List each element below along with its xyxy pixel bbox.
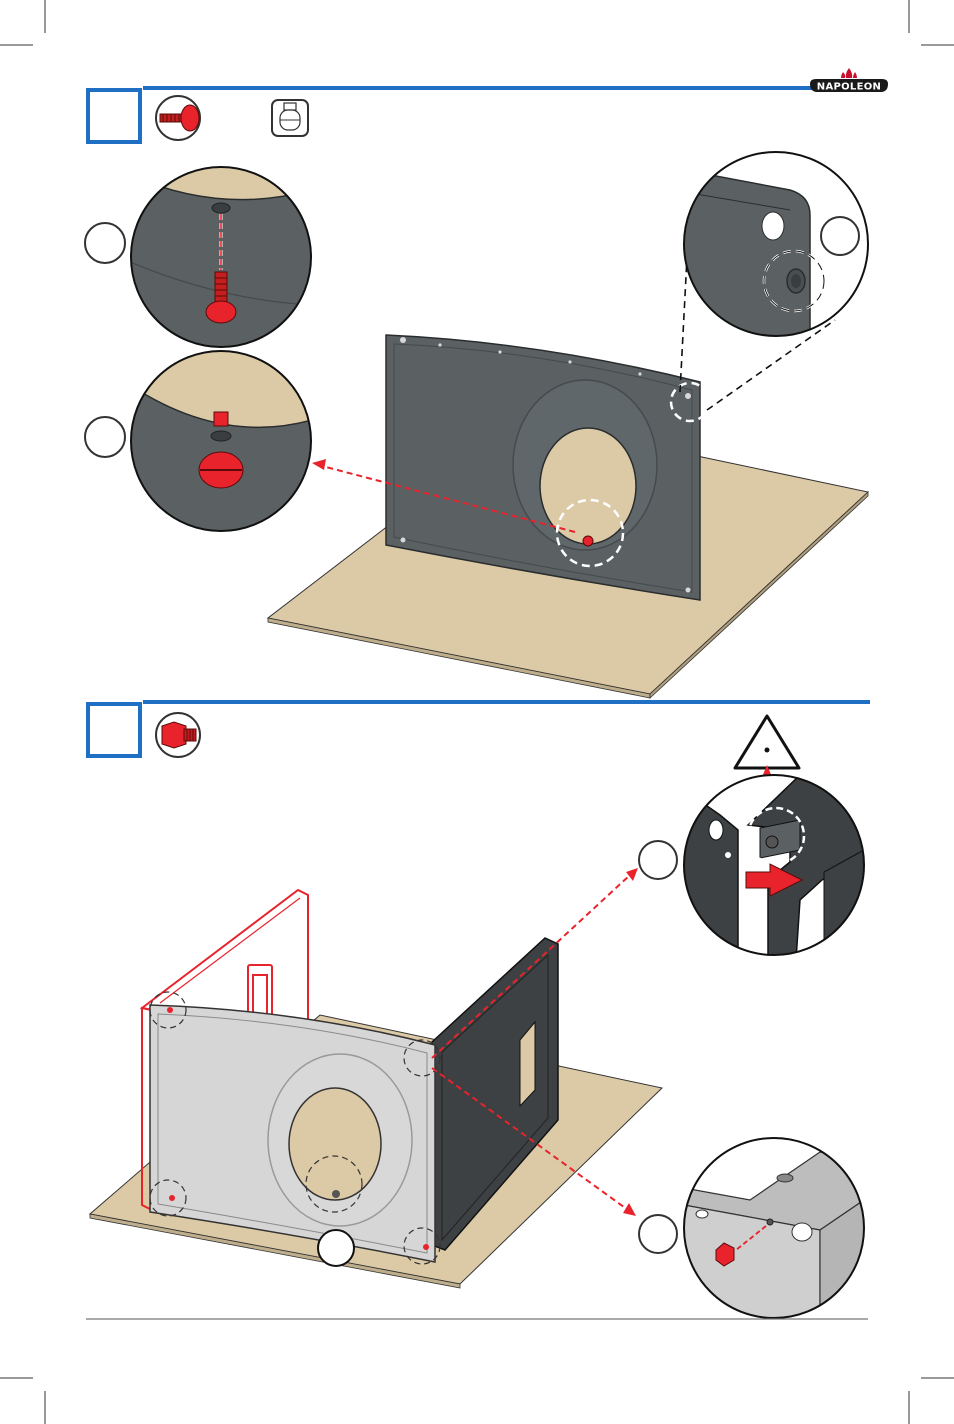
step-2-front-panel <box>149 1004 436 1263</box>
step-2-highlight-circles <box>149 991 441 1265</box>
brand-logo: NAPOLEON <box>810 68 888 93</box>
step-1-detail-callout-bottom <box>84 416 126 458</box>
step-2-red-arrows <box>431 775 768 1211</box>
propane-tank-icon <box>271 99 309 137</box>
step-2-detail-circle-bracket <box>683 774 865 956</box>
step-2-detail-circle-bolt <box>683 1137 865 1319</box>
bolt-icon <box>155 712 201 758</box>
step-1-detail-callout-top <box>84 222 126 264</box>
step-1-detail-callout-corner <box>820 216 860 256</box>
step-2-number-box <box>86 702 142 758</box>
step-2-detail-callout-bracket <box>638 840 678 880</box>
step-1-red-arrow <box>312 459 576 533</box>
warning-triangle-icon <box>733 714 801 770</box>
step-1-side-panel <box>385 334 711 601</box>
step-1-detail-circle-top <box>130 166 312 348</box>
screw-icon <box>155 95 201 141</box>
step-1-detail-circle-bottom <box>130 350 312 532</box>
step-2-dark-panel <box>431 937 559 1251</box>
step-1-zoom-lines <box>679 237 836 411</box>
brand-name: NAPOLEON <box>817 82 881 93</box>
step-2-detail-callout-bolt <box>638 1214 678 1254</box>
step-2-callout-bottom <box>317 1229 355 1267</box>
step-1-number-box <box>86 88 142 144</box>
